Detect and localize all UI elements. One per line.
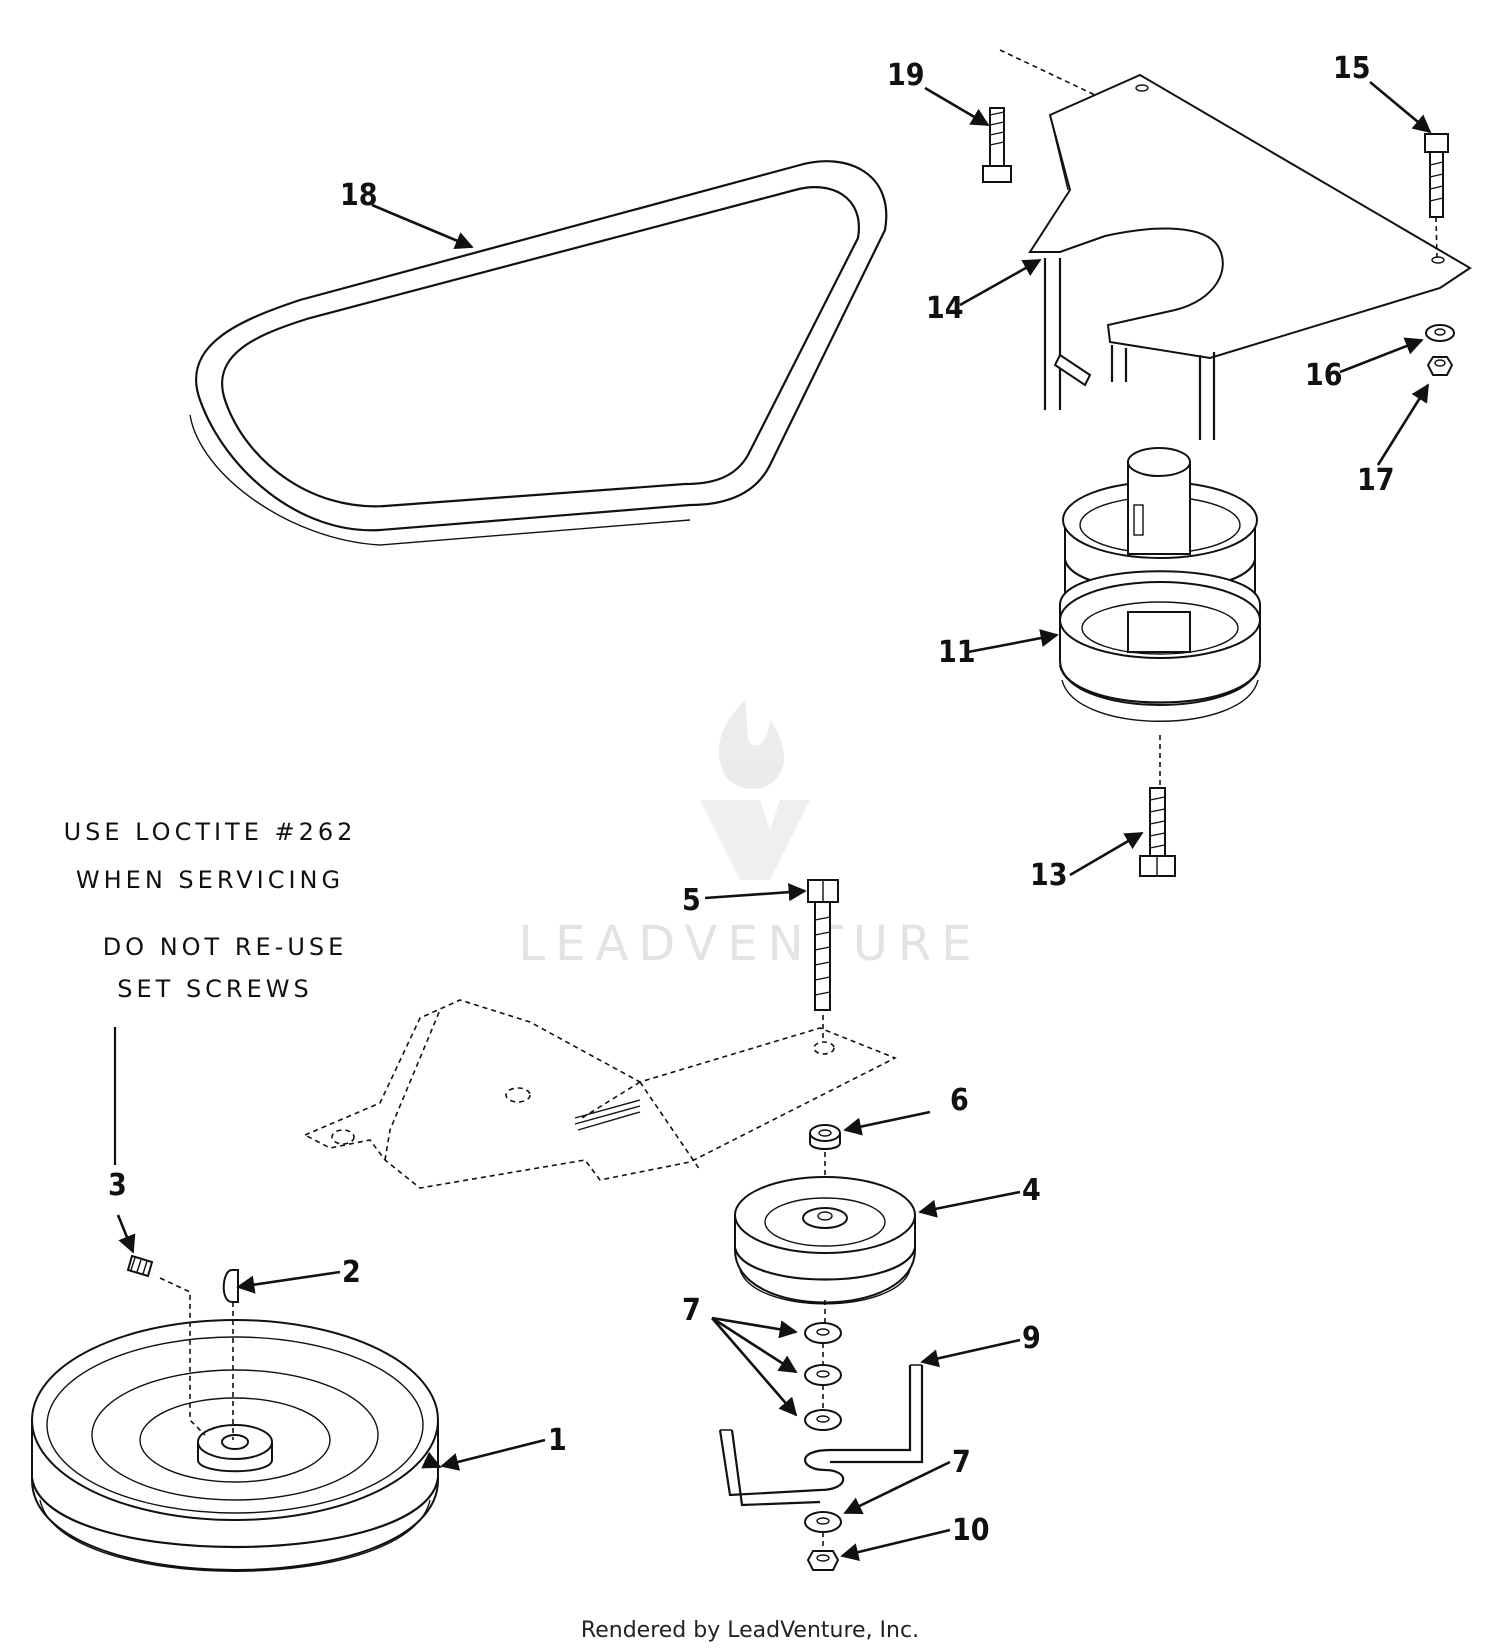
flame-logo-icon — [700, 700, 810, 880]
callout-arrows — [116, 81, 1432, 1562]
part-2-key — [222, 1269, 239, 1440]
part-16-washer — [1425, 324, 1455, 342]
part-3-set-screw — [126, 1254, 206, 1436]
part-5-bolt — [807, 879, 839, 1040]
callout-5: 5 — [682, 883, 701, 918]
part-10-nut — [806, 1550, 840, 1571]
mounting-plate-dashed — [303, 999, 897, 1189]
part-14-idler-bracket — [999, 49, 1472, 440]
part-19-bolt — [982, 107, 1012, 183]
part-1-drive-pulley — [30, 1319, 440, 1572]
part-17-nut — [1426, 356, 1454, 376]
callout-14: 14 — [926, 291, 964, 326]
callout-10: 10 — [952, 1513, 990, 1548]
footer-credit: Rendered by LeadVenture, Inc. — [581, 1618, 919, 1643]
part-4-idler-pulley — [733, 1176, 917, 1325]
callout-16: 16 — [1305, 358, 1343, 393]
callout-1: 1 — [548, 1423, 567, 1458]
callout-19: 19 — [887, 58, 925, 93]
part-6-spacer — [809, 1124, 841, 1185]
callout-11: 11 — [938, 635, 976, 670]
note-loctite-line-1: USE LOCTITE #262 — [64, 818, 357, 846]
watermark-text: LEADVENTURE — [518, 916, 981, 972]
callout-7-lower: 7 — [952, 1445, 971, 1480]
callout-9: 9 — [1022, 1321, 1041, 1356]
part-18-v-belt — [189, 160, 888, 546]
part-7-washers — [804, 1322, 842, 1548]
watermark: LEADVENTURE — [518, 700, 981, 972]
part-15-bolt — [1424, 133, 1449, 259]
callout-18: 18 — [340, 178, 378, 213]
callout-6: 6 — [950, 1083, 969, 1118]
part-9-spring-rod — [718, 1364, 924, 1507]
part-11-double-pulley — [1058, 447, 1262, 790]
note-reuse-line-2: SET SCREWS — [117, 975, 312, 1003]
callout-13: 13 — [1030, 858, 1068, 893]
callout-15: 15 — [1333, 51, 1371, 86]
callout-4: 4 — [1022, 1173, 1041, 1208]
part-13-bolt — [1139, 787, 1176, 877]
note-reuse-line-1: DO NOT RE-USE — [103, 933, 348, 961]
service-notes: USE LOCTITE #262 WHEN SERVICING DO NOT R… — [64, 818, 357, 1003]
callout-labels: 1 2 3 4 5 6 7 7 9 10 11 13 14 15 16 17 1… — [108, 51, 1395, 1548]
callout-2: 2 — [342, 1255, 361, 1290]
callout-17: 17 — [1357, 463, 1395, 498]
note-loctite-line-2: WHEN SERVICING — [76, 866, 344, 894]
callout-3: 3 — [108, 1168, 127, 1203]
callout-7-upper: 7 — [682, 1293, 701, 1328]
